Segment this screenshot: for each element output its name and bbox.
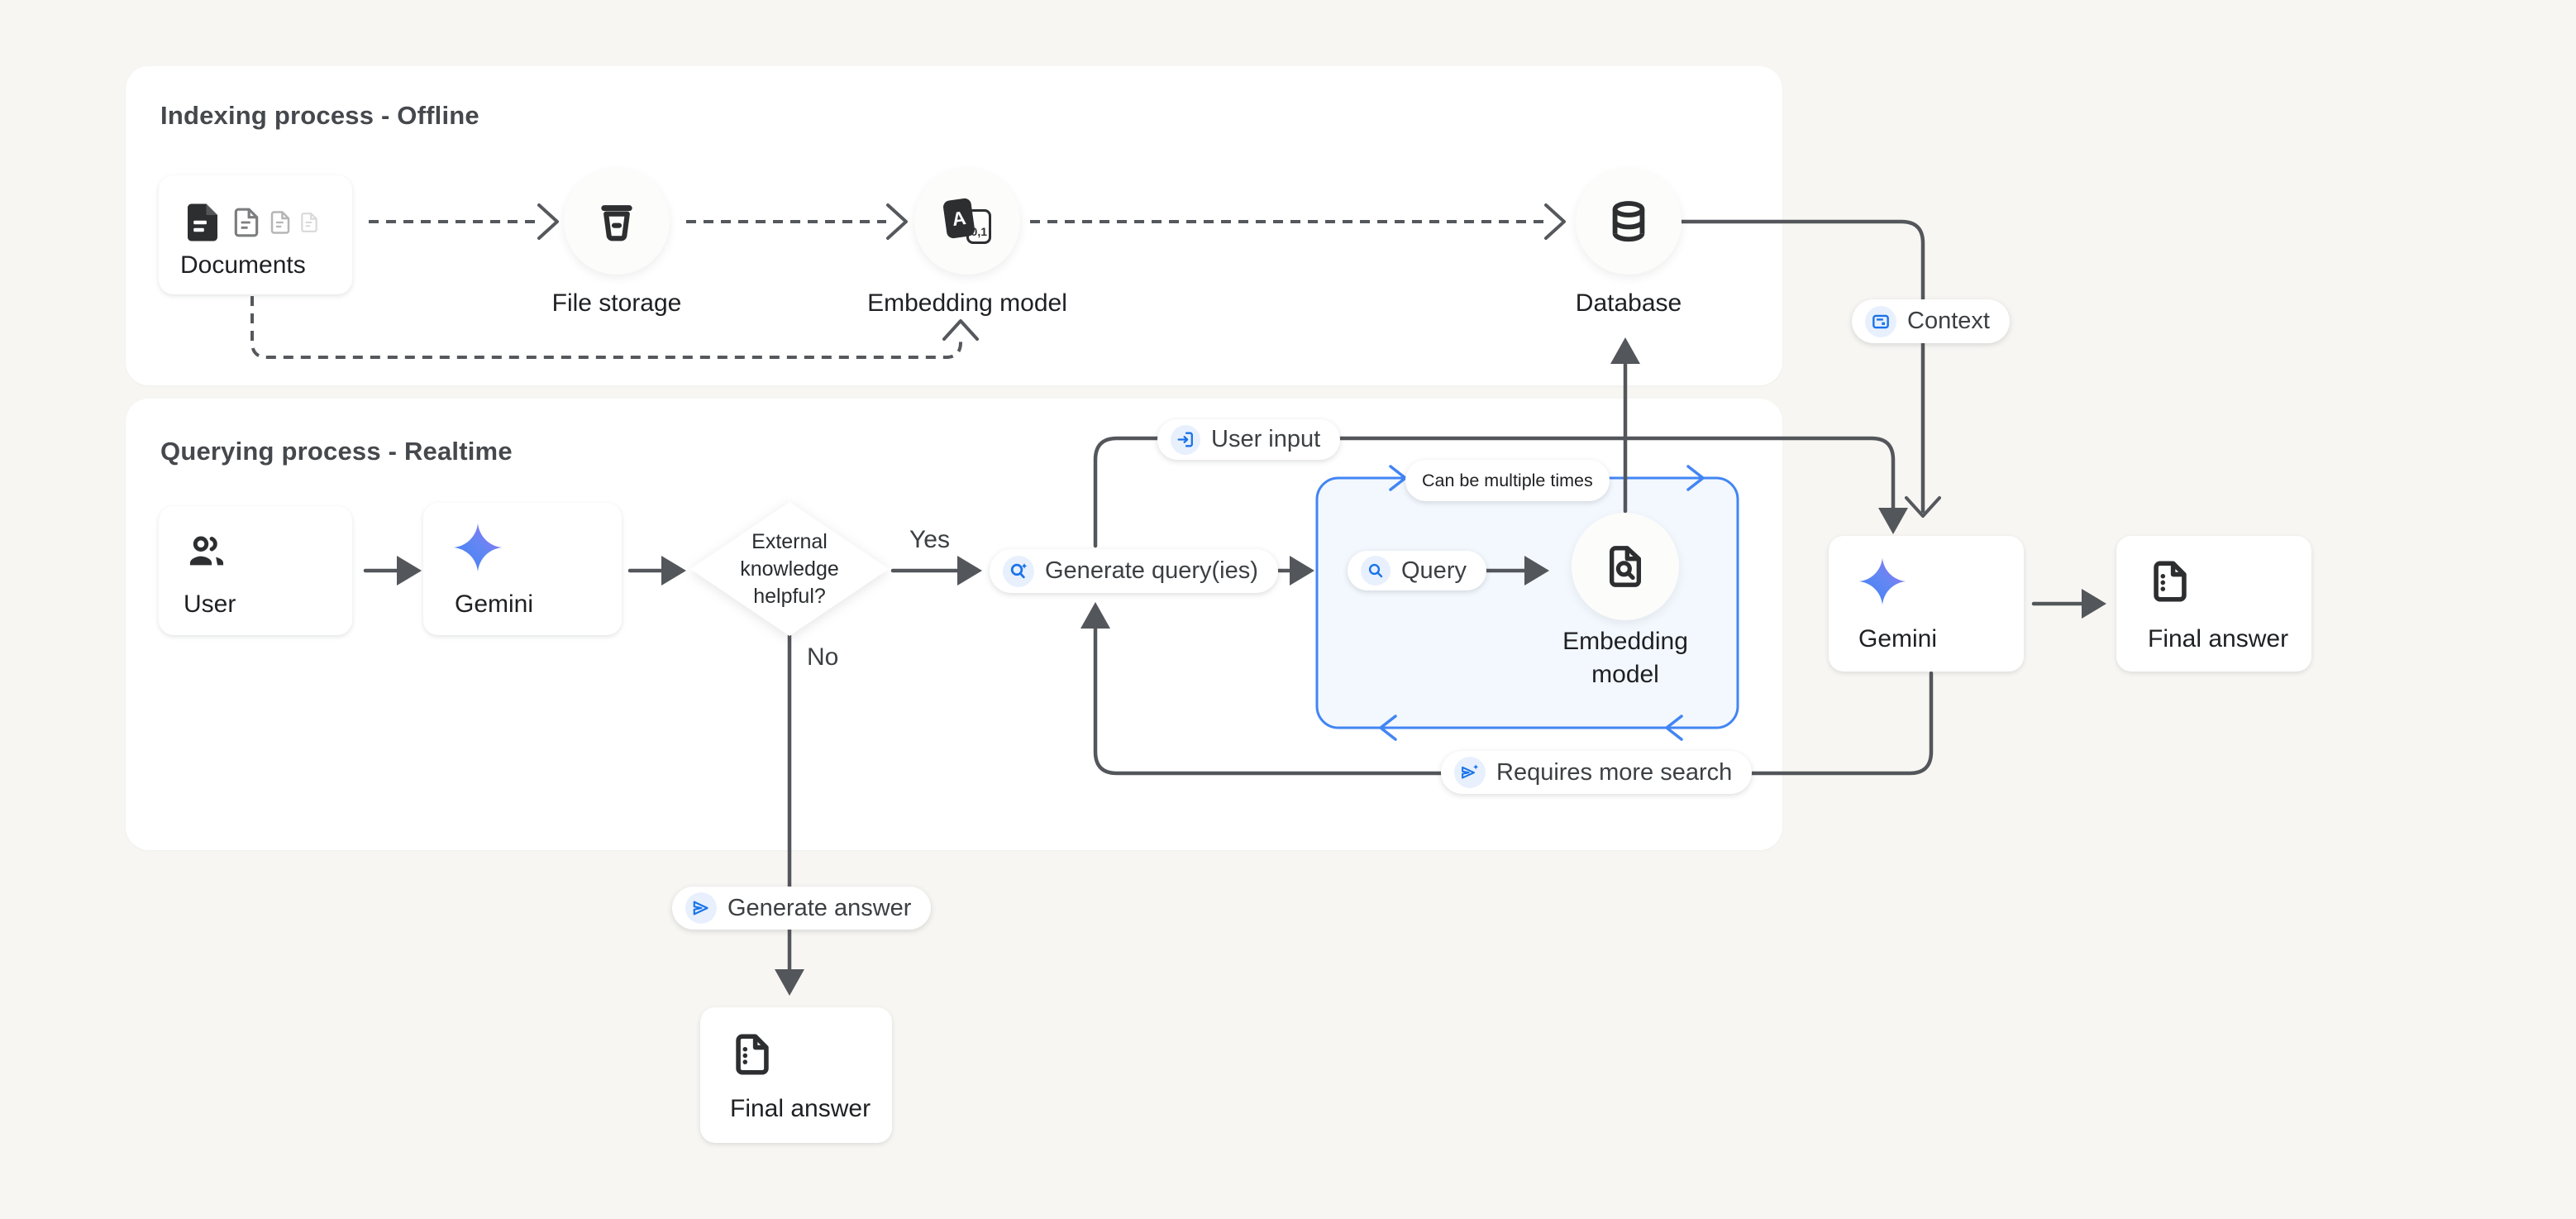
document-search-icon xyxy=(1602,543,1648,590)
database-label: Database xyxy=(1505,289,1753,318)
loop-note-label: Can be multiple times xyxy=(1422,471,1593,491)
user-node: User xyxy=(159,506,352,635)
indexing-title: Indexing process - Offline xyxy=(160,101,479,131)
final-answer-direct-label: Final answer xyxy=(730,1095,871,1123)
final-answer-direct-node: Final answer xyxy=(700,1007,892,1143)
gemini-icon xyxy=(1857,556,1908,607)
user-input-pill: User input xyxy=(1157,419,1340,460)
documents-icon xyxy=(180,197,320,248)
embedding-model-offline-node: A 0,1 xyxy=(914,169,1020,275)
context-label: Context xyxy=(1907,308,1990,335)
wire-database-context-to-gemini xyxy=(1682,222,1923,511)
generate-answer-pill: Generate answer xyxy=(672,887,931,930)
final-answer-label: Final answer xyxy=(2148,625,2288,653)
loop-note-pill: Can be multiple times xyxy=(1405,460,1610,501)
final-answer-node: Final answer xyxy=(2116,536,2311,672)
embedding-model-realtime-node xyxy=(1572,513,1679,620)
send-spark-icon xyxy=(1454,757,1486,788)
database-node xyxy=(1576,169,1682,275)
final-answer-doc-icon xyxy=(728,1030,776,1078)
decision-yes-label: Yes xyxy=(909,526,950,554)
embedding-model-offline-label: Embedding model xyxy=(843,289,1091,318)
embedding-model-realtime-label: Embedding model xyxy=(1543,625,1708,691)
user-label: User xyxy=(184,590,236,619)
file-storage-node xyxy=(564,169,670,275)
decision-diamond: External knowledge helpful? xyxy=(690,502,889,636)
decision-no-label: No xyxy=(807,643,838,672)
context-icon xyxy=(1865,306,1896,337)
generate-queries-pill: Generate query(ies) xyxy=(990,549,1278,593)
user-input-icon xyxy=(1171,425,1200,455)
gemini-icon xyxy=(451,521,504,574)
requires-more-search-label: Requires more search xyxy=(1496,759,1732,786)
final-answer-doc-icon xyxy=(2146,557,2194,605)
generate-answer-label: Generate answer xyxy=(727,895,911,922)
send-icon xyxy=(685,892,717,924)
gemini-synthesis-label: Gemini xyxy=(1858,625,1937,653)
search-spark-icon xyxy=(1003,556,1034,587)
file-storage-label: File storage xyxy=(493,289,741,318)
gemini-node: Gemini xyxy=(423,503,622,635)
embedding-model-icon: A 0,1 xyxy=(940,196,995,247)
documents-node: Documents xyxy=(159,175,352,294)
generate-queries-label: Generate query(ies) xyxy=(1045,557,1258,585)
query-pill: Query xyxy=(1348,551,1486,590)
documents-label: Documents xyxy=(180,251,306,280)
query-label: Query xyxy=(1401,557,1467,585)
decision-text: External knowledge helpful? xyxy=(690,502,889,636)
querying-title: Querying process - Realtime xyxy=(160,437,513,466)
user-icon xyxy=(182,529,231,576)
user-input-label: User input xyxy=(1211,426,1320,453)
file-storage-icon xyxy=(594,198,640,245)
database-icon xyxy=(1605,198,1653,246)
query-search-icon xyxy=(1361,556,1391,586)
gemini-synthesis-node: Gemini xyxy=(1829,536,2024,672)
gemini-label: Gemini xyxy=(455,590,533,619)
requires-more-search-pill: Requires more search xyxy=(1441,751,1752,794)
context-pill: Context xyxy=(1852,299,2010,343)
